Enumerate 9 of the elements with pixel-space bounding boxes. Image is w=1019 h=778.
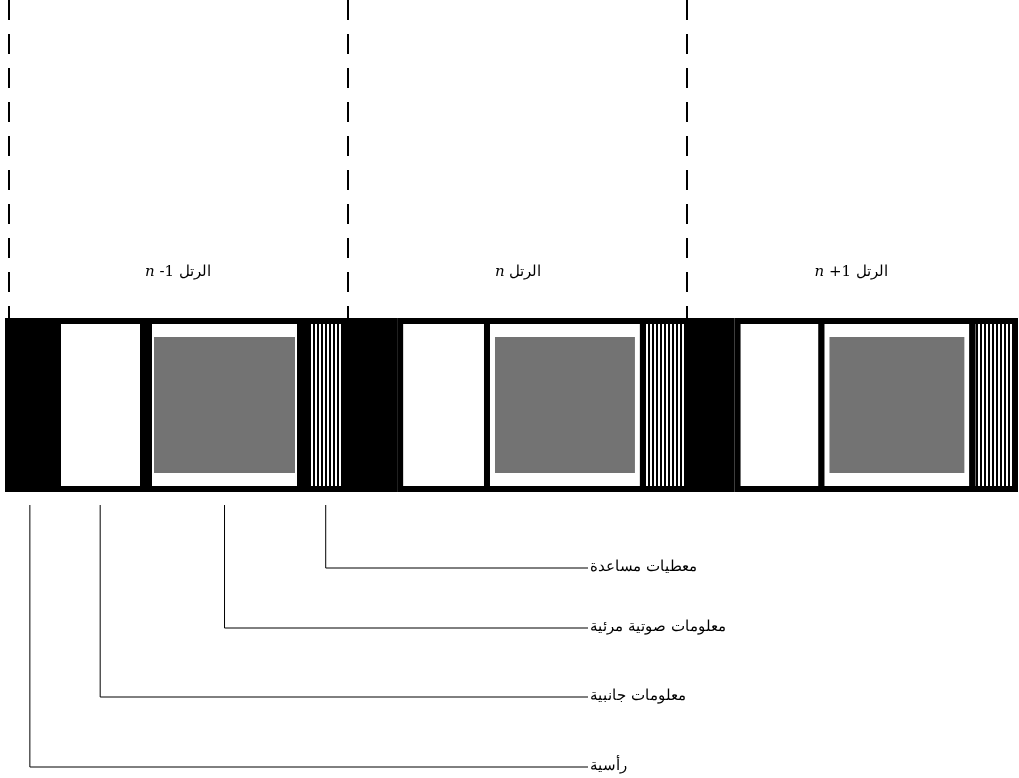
leader-label: معطيات مساعدة xyxy=(590,557,697,575)
leader-label: معلومات جانبية xyxy=(590,686,686,704)
leader-label: معلومات صوتية مرئية xyxy=(590,617,726,635)
leader-line xyxy=(325,504,589,569)
header-block xyxy=(5,318,55,492)
leader-line xyxy=(29,504,589,768)
leader-line xyxy=(99,504,589,698)
leader-label: رأسية xyxy=(590,756,627,774)
leader-line xyxy=(224,504,589,629)
